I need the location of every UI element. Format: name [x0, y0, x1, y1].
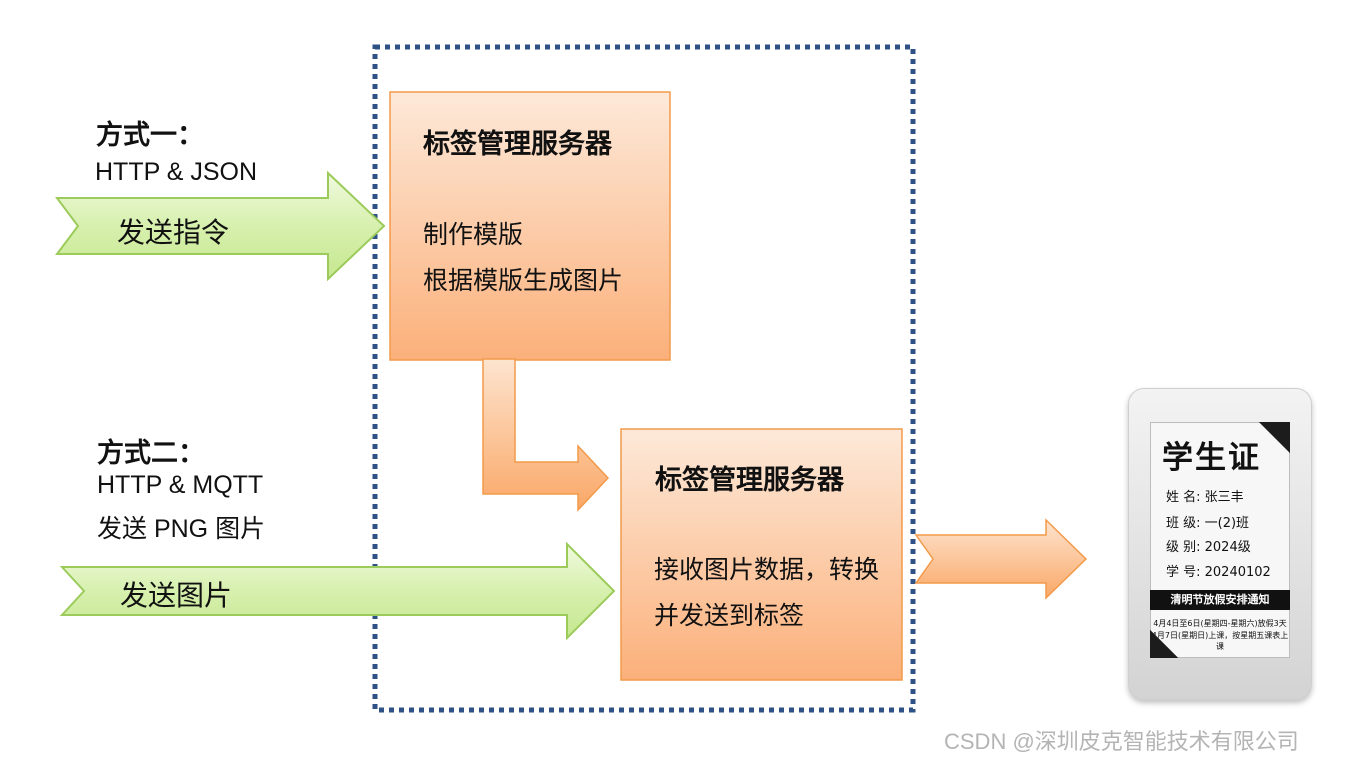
- student-grade-row: 级 别: 2024级: [1166, 540, 1251, 555]
- e-paper-screen: 学生证 姓 名: 张三丰 班 级: 一(2)班 级 别: 2024级 学 号: …: [1150, 422, 1290, 658]
- send-image-arrow: [59, 541, 616, 641]
- server-bottom-title: 标签管理服务器: [655, 465, 844, 496]
- bent-connector-arrow: [482, 358, 610, 512]
- system-boundary: [372, 44, 916, 713]
- send-command-arrow: [55, 170, 386, 282]
- server-bottom-line-2: 并发送到标签: [654, 601, 805, 630]
- method-two-payload: 发送 PNG 图片: [97, 515, 266, 543]
- screen-corner-decoration: [1258, 422, 1290, 454]
- server-top-line-1: 制作模版: [423, 220, 524, 249]
- student-class-row: 班 级: 一(2)班: [1166, 516, 1250, 531]
- server-top-title: 标签管理服务器: [423, 129, 612, 160]
- student-id-row: 学 号: 20240102: [1166, 565, 1271, 580]
- student-name-row: 姓 名: 张三丰: [1166, 490, 1244, 505]
- notice-line-1: 4月4日至6日(星期四-星期六)放假3天: [1153, 619, 1287, 628]
- method-two-title: 方式二：: [97, 438, 205, 469]
- e-paper-label-device: 学生证 姓 名: 张三丰 班 级: 一(2)班 级 别: 2024级 学 号: …: [1128, 388, 1312, 700]
- notice-title-bar: 清明节放假安排通知: [1150, 590, 1290, 610]
- method-one-protocol: HTTP & JSON: [95, 158, 258, 186]
- server-box-bottom: [620, 428, 903, 681]
- server-top-line-2: 根据模版生成图片: [423, 266, 624, 295]
- csdn-watermark: CSDN @深圳皮克智能技术有限公司: [944, 729, 1299, 754]
- server-bottom-line-1: 接收图片数据，转换: [654, 555, 880, 584]
- method-one-title: 方式一：: [96, 120, 204, 151]
- student-card-heading: 学生证: [1162, 440, 1261, 476]
- method-two-protocol: HTTP & MQTT: [97, 471, 264, 499]
- output-arrow: [914, 518, 1088, 600]
- notice-line-2: 4月7日(星期日)上课，按星期五课表上课: [1151, 631, 1289, 651]
- send-command-label: 发送指令: [117, 216, 230, 249]
- server-box-top: [389, 91, 671, 361]
- send-image-label: 发送图片: [120, 579, 233, 612]
